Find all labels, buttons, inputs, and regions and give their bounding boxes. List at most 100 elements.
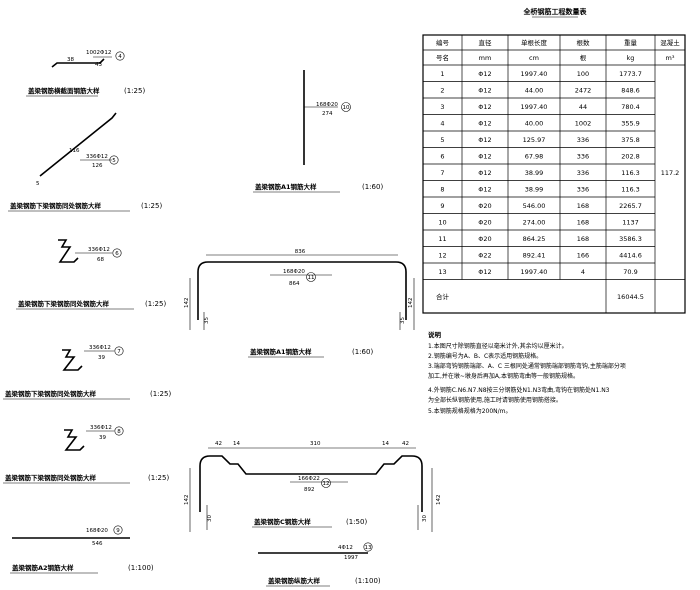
table-grid bbox=[423, 35, 685, 313]
rebar-9-number: 9 bbox=[116, 528, 120, 534]
table-cell: Φ22 bbox=[478, 251, 491, 259]
table-cell: Φ12 bbox=[478, 152, 491, 160]
rebar-10-mark: 168Φ20 bbox=[316, 102, 338, 108]
table-cell: 168 bbox=[577, 202, 589, 210]
rebar-9-mark: 168Φ20 bbox=[86, 528, 108, 534]
table-cell: Φ12 bbox=[478, 119, 491, 127]
rebar-7-label: 盖梁钢筋下梁钢筋同处钢筋大样 bbox=[5, 389, 97, 398]
table-cell: Φ12 bbox=[478, 185, 491, 193]
rebar-12-dim-hook-right: 30 bbox=[422, 515, 428, 522]
table-cell: 116.3 bbox=[621, 185, 640, 193]
rebar-4-dim-a: 38 bbox=[67, 57, 74, 63]
rebar-8-callout bbox=[114, 426, 124, 436]
table-cell: 1002 bbox=[575, 119, 592, 127]
table-header-cell: 根 bbox=[580, 53, 587, 62]
table-header-cell: cm bbox=[529, 54, 539, 62]
detail-rebar-7: 336Φ12 39 7 盖梁钢筋下梁钢筋同处钢筋大样 (1:25) bbox=[3, 345, 171, 400]
rebar-11-label: 盖梁钢筋A1钢筋大样 bbox=[250, 347, 312, 356]
rebar-7-shape bbox=[62, 349, 83, 371]
rebar-4-dim-b: 43 bbox=[95, 62, 102, 68]
rebar-5-label: 盖梁钢筋下梁钢筋同处钢筋大样 bbox=[10, 201, 102, 210]
detail-rebar-6: 336Φ12 68 6 盖梁钢筋下梁钢筋同处钢筋大样 (1:25) bbox=[16, 239, 166, 310]
rebar-9-scale: (1:100) bbox=[128, 564, 154, 572]
rebar-6-dim: 68 bbox=[97, 257, 104, 263]
table-cell: 8 bbox=[440, 185, 444, 193]
table-cell: 2472 bbox=[575, 86, 592, 94]
table-cell: 864.25 bbox=[523, 235, 546, 243]
rebar-4-shape bbox=[51, 58, 105, 68]
table-cell: 546.00 bbox=[523, 202, 546, 210]
rebar-6-number: 6 bbox=[115, 251, 119, 257]
rebar-12-dim-e: 42 bbox=[402, 441, 409, 447]
table-cell: Φ12 bbox=[478, 136, 491, 144]
table-header-cell: 重量 bbox=[624, 39, 638, 47]
table-cell: 10 bbox=[438, 218, 446, 226]
rebar-5-scale: (1:25) bbox=[141, 202, 162, 210]
table-cell: Φ12 bbox=[478, 70, 491, 78]
table-cell: 38.99 bbox=[525, 185, 544, 193]
table-cell: 274.00 bbox=[523, 218, 546, 226]
rebar-7-dim: 39 bbox=[98, 355, 105, 361]
table-cell: Φ20 bbox=[478, 235, 491, 243]
table-header-cell: 单根长度 bbox=[521, 38, 548, 47]
rebar-5-dim-b: 116 bbox=[69, 148, 80, 154]
rebar-11-shape bbox=[197, 261, 407, 320]
detail-rebar-10: 168Φ20 274 10 盖梁钢筋A1钢筋大样 (1:60) bbox=[253, 70, 383, 193]
rebar-5-number: 5 bbox=[112, 158, 116, 164]
rebar-11-dim-left: 142 bbox=[184, 298, 190, 309]
rebar-8-scale: (1:25) bbox=[148, 474, 169, 482]
rebar-12-dim-right: 142 bbox=[436, 495, 442, 506]
rebar-12-callout bbox=[321, 478, 331, 488]
note-line-3: 3.端部弯钩钢筋端部、A、C 三根同处通常钢筋端部钢筋弯钩,主筋端部分项 bbox=[428, 362, 626, 370]
rebar-12-mark: 166Φ22 bbox=[298, 476, 320, 482]
table-cell: 6 bbox=[440, 152, 444, 160]
table-cell: 202.8 bbox=[621, 152, 640, 160]
table-cell: 3 bbox=[440, 103, 444, 111]
table-cell: 336 bbox=[577, 169, 589, 177]
rebar-6-mark: 336Φ12 bbox=[88, 247, 110, 253]
table-cell: 125.97 bbox=[523, 136, 546, 144]
table-header-cell: 直径 bbox=[479, 38, 493, 47]
rebar-13-mark: 4Φ12 bbox=[338, 545, 353, 551]
rebar-11-callout bbox=[306, 272, 316, 282]
rebar-4-label: 盖梁钢筋横截面钢筋大样 bbox=[28, 86, 100, 95]
rebar-12-dim-left: 142 bbox=[184, 495, 190, 506]
table-cell: 1 bbox=[440, 70, 444, 78]
table-cell: Φ12 bbox=[478, 86, 491, 94]
table-cell: 1997.40 bbox=[521, 103, 548, 111]
rebar-5-mark: 336Φ12 bbox=[86, 154, 108, 160]
total-label-cell: 合计 bbox=[436, 292, 450, 301]
rebar-13-dim: 1997 bbox=[344, 555, 358, 561]
rebar-8-dim: 39 bbox=[99, 435, 106, 441]
rebar-11-dim-top: 836 bbox=[295, 249, 306, 255]
table-header-cell: 混凝土 bbox=[660, 38, 680, 47]
table-cell: 1137 bbox=[622, 218, 639, 226]
note-line-5: 4.外钢筋C.N6.N7.N8按三分钢筋处N1.N3弯曲,弯钩在钢筋处N1.N3 bbox=[428, 386, 610, 394]
rebar-4-scale: (1:25) bbox=[124, 87, 145, 95]
table-frame bbox=[422, 34, 686, 314]
rebar-6-scale: (1:25) bbox=[145, 300, 166, 308]
note-line-6: 为全部长纵钢筋使用,施工时请钢筋使用钢筋搭接。 bbox=[428, 396, 562, 404]
table-cell: 1997.40 bbox=[521, 268, 548, 276]
table-cell: 4 bbox=[440, 119, 444, 127]
total-weight-cell: 16044.5 bbox=[617, 293, 644, 301]
rebar-12-dim: 892 bbox=[304, 487, 315, 493]
rebar-11-number: 11 bbox=[308, 275, 315, 281]
rebar-5-dim-c: 126 bbox=[92, 163, 103, 169]
table-cell: 100 bbox=[577, 70, 589, 78]
table-header-cell: 号名 bbox=[436, 53, 449, 62]
table-header-cell: mm bbox=[479, 54, 492, 62]
detail-rebar-13: 4Φ12 1997 13 盖梁钢筋纵筋大样 (1:100) bbox=[258, 542, 381, 587]
rebar-11-mark: 168Φ20 bbox=[283, 269, 305, 275]
rebar-12-dim-c: 310 bbox=[310, 441, 321, 447]
table-cell: 336 bbox=[577, 152, 589, 160]
table-cell: Φ12 bbox=[478, 169, 491, 177]
notes-heading: 说明 bbox=[428, 330, 442, 339]
rebar-10-label: 盖梁钢筋A1钢筋大样 bbox=[255, 182, 317, 191]
rebar-4-callout bbox=[115, 51, 125, 61]
rebar-5-shape bbox=[39, 112, 117, 177]
table-cell: 355.9 bbox=[621, 119, 640, 127]
rebar-10-dim: 274 bbox=[322, 111, 333, 117]
detail-rebar-5: 336Φ12 126 116 5 5 盖梁钢筋下梁钢筋同处钢筋大样 (1:25) bbox=[8, 112, 162, 212]
